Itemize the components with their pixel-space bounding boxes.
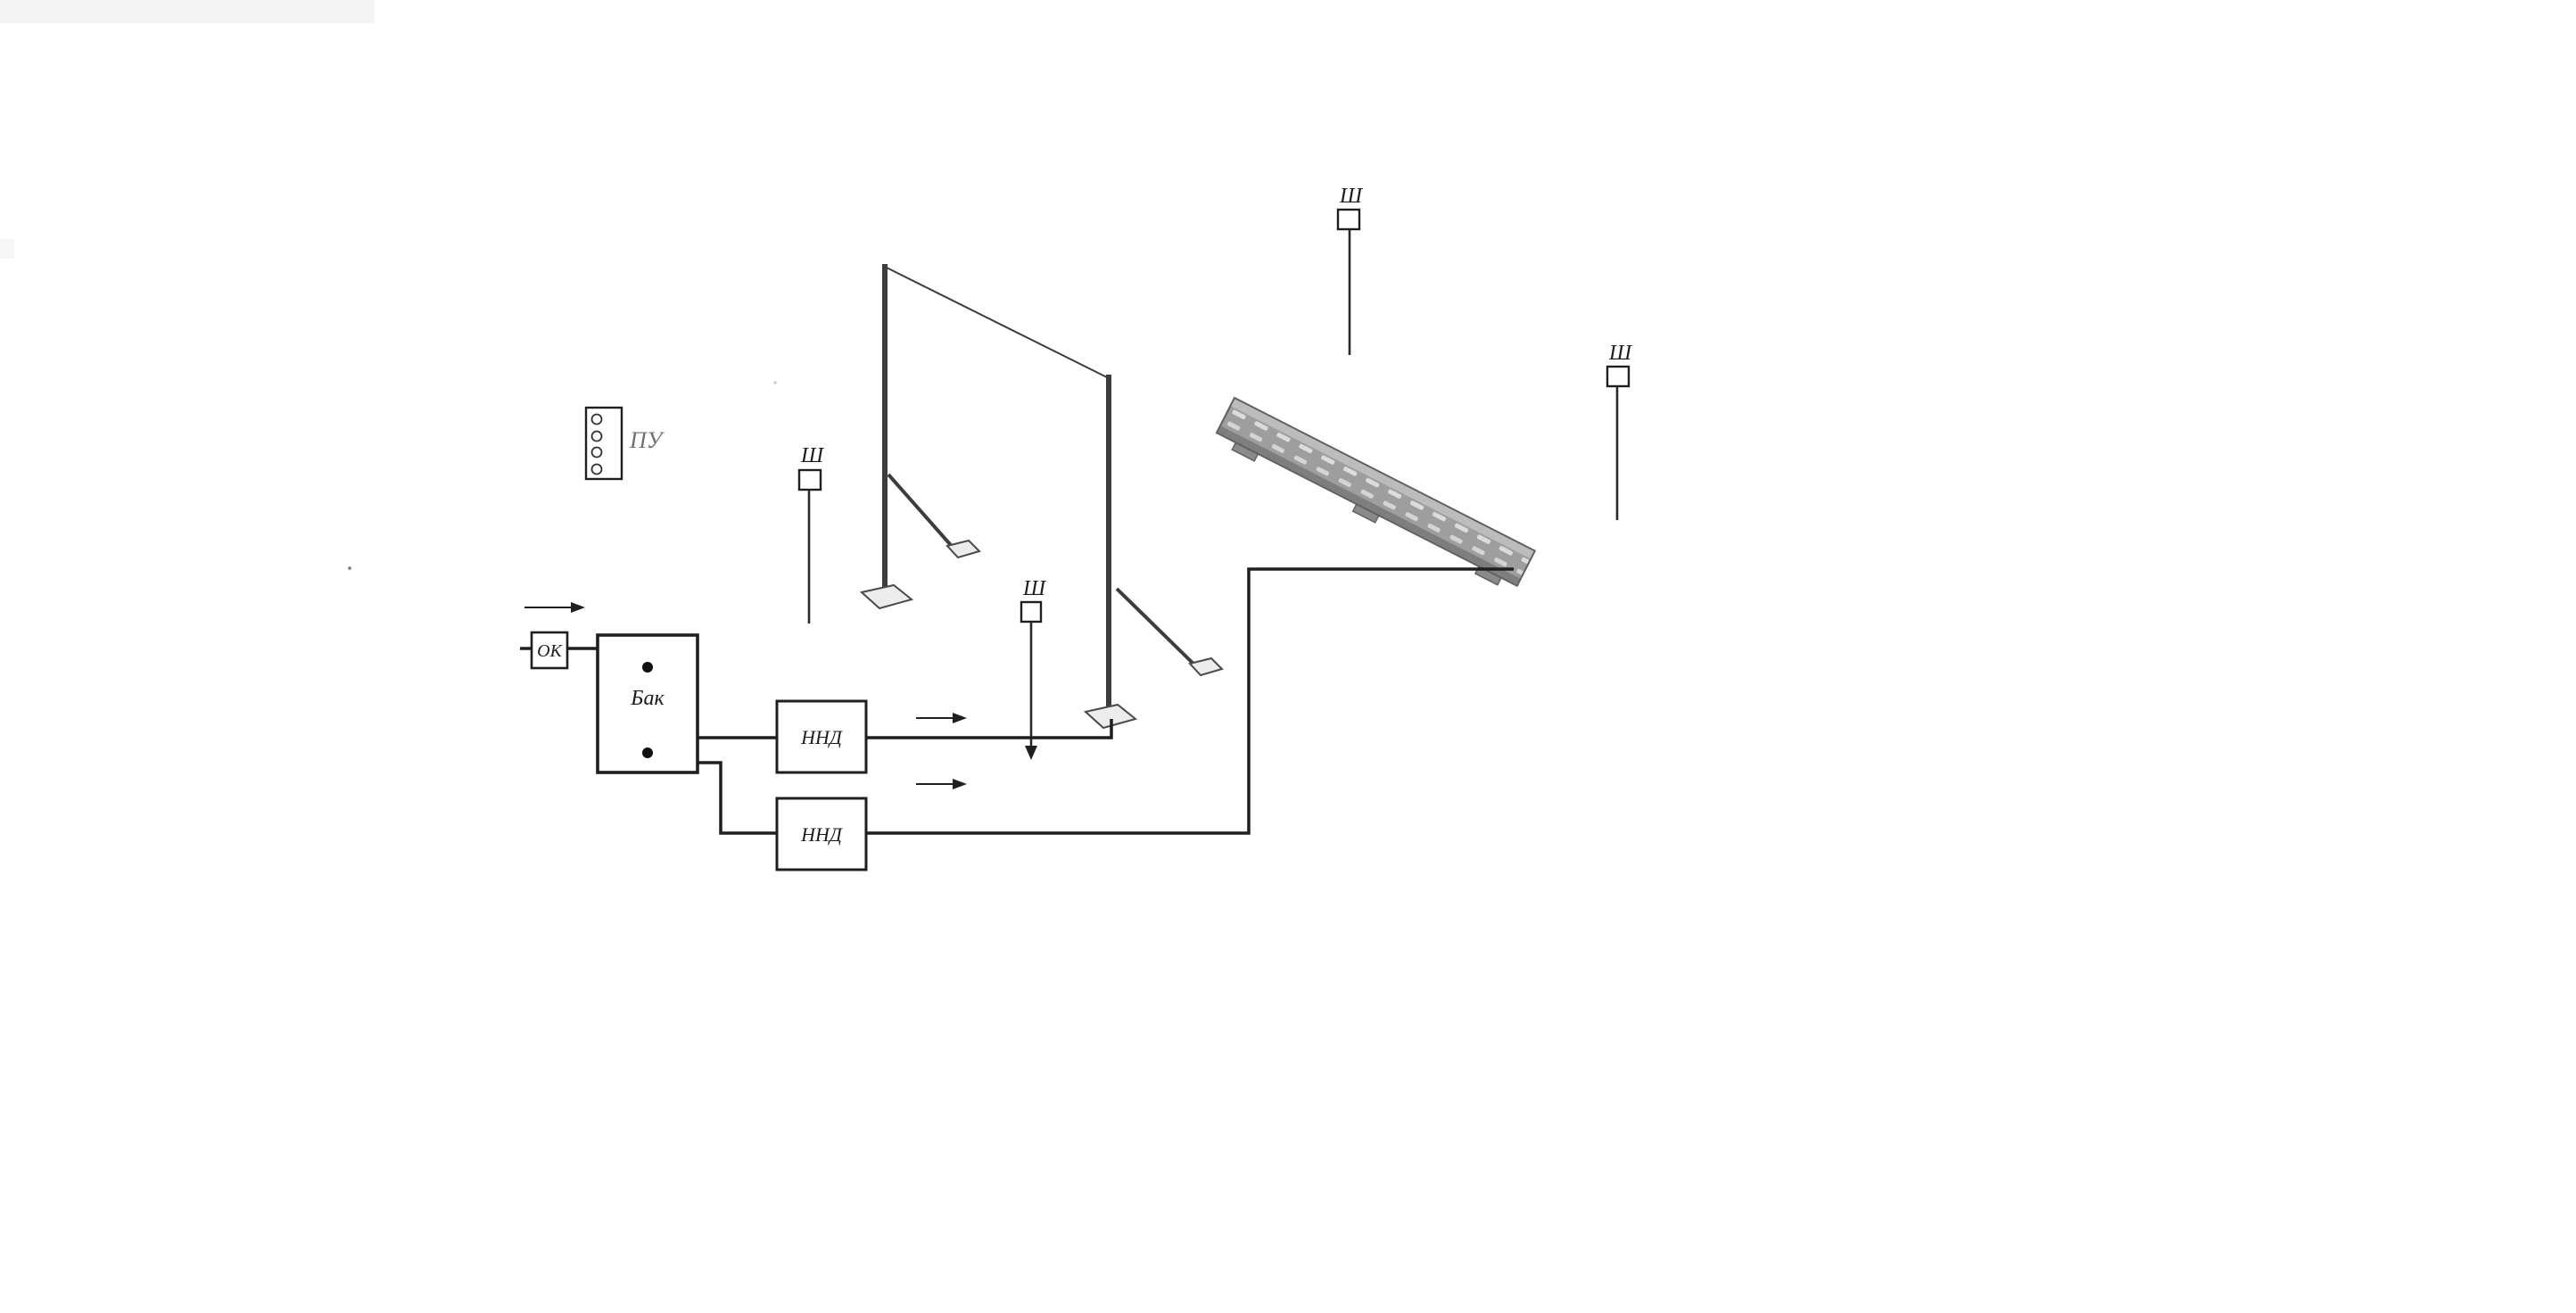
sensor-4-label: Ш — [1608, 342, 1633, 365]
pipe-pump1-to-frame — [866, 719, 1113, 739]
sensor-1: Ш — [797, 444, 825, 623]
sensor-3: Ш — [1336, 185, 1364, 355]
sensor-2-arrowhead-icon — [1025, 746, 1037, 760]
frame-left-post-foot — [859, 583, 914, 610]
pump-upper: ННД — [775, 699, 868, 774]
sensor-4-box — [1606, 365, 1631, 388]
sensor-2-box — [1020, 600, 1043, 623]
sensor-2: Ш — [1020, 577, 1047, 760]
pipes — [520, 567, 1514, 835]
artifact-dot-faint — [773, 381, 777, 384]
pump-upper-box — [775, 699, 868, 774]
ramp-plank — [1215, 396, 1537, 588]
sensor-1-box — [797, 468, 822, 491]
flow-arrow-lower-head-icon — [953, 779, 967, 789]
tank-port-bottom-icon — [642, 747, 653, 758]
tank: Бак — [596, 633, 699, 774]
check-valve-label: ОК — [537, 641, 563, 661]
tank-port-top-icon — [642, 662, 653, 673]
indicator-light-icon — [590, 413, 603, 425]
control-panel-label: ПУ — [629, 427, 665, 453]
artifact-top-strip — [0, 0, 375, 23]
pipe-pump2-to-ramp — [866, 567, 1514, 835]
frame-right-post-foot — [1083, 703, 1138, 730]
pump-upper-label: ННД — [800, 726, 843, 748]
pump-lower-box — [775, 797, 868, 871]
indicator-light-icon — [590, 430, 603, 442]
indicator-light-icon — [590, 463, 603, 475]
sensor-3-box — [1336, 208, 1361, 231]
artifact-left-mark — [0, 239, 14, 259]
flow-arrow-inlet-head-icon — [571, 602, 585, 613]
ramp — [1215, 396, 1537, 588]
flow-arrow-upper-head-icon — [953, 713, 967, 723]
frame-top-wire — [886, 267, 1110, 379]
frame-left-brace — [887, 473, 958, 553]
ramp-top-flange — [1231, 399, 1534, 559]
artifact-dot — [348, 566, 351, 570]
check-valve-box — [530, 631, 569, 670]
pump-lower-label: ННД — [800, 823, 843, 846]
check-valve: ОК — [530, 631, 569, 670]
frame-right-brace-foot — [1188, 656, 1224, 677]
pipe-tank-to-pump2 — [697, 761, 777, 835]
frame-right-brace — [1115, 587, 1201, 671]
sensor-2-label: Ш — [1022, 577, 1047, 600]
pump-lower: ННД — [775, 797, 868, 871]
control-panel: ПУ — [584, 406, 665, 481]
frame-structure — [859, 264, 1224, 730]
sensor-3-label: Ш — [1339, 185, 1364, 208]
ramp-bottom-edge — [1218, 425, 1521, 585]
sensor-1-label: Ш — [800, 444, 825, 467]
sensor-4: Ш — [1606, 342, 1633, 520]
flow-arrows — [524, 602, 967, 789]
indicator-light-icon — [590, 446, 603, 458]
tank-label: Бак — [630, 687, 665, 710]
frame-left-brace-foot — [945, 539, 981, 559]
